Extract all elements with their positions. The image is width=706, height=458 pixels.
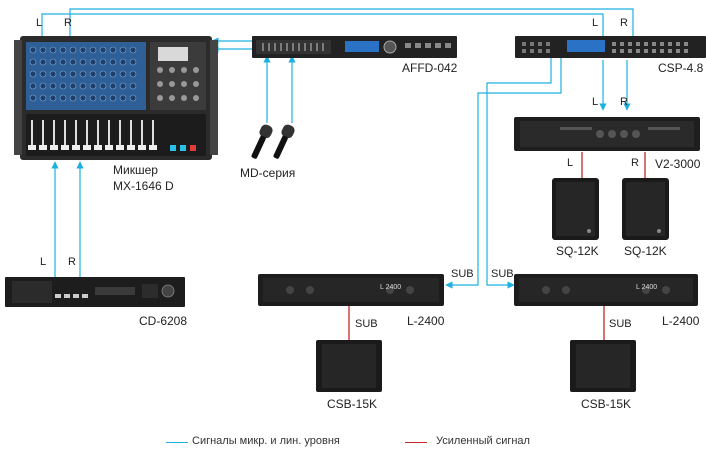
affd-name: AFFD-042 bbox=[402, 61, 458, 75]
sq-right-name: SQ-12K bbox=[624, 244, 667, 258]
v2-name: V2-3000 bbox=[655, 157, 701, 171]
v2-in-left-label: L bbox=[592, 96, 599, 108]
legend-signal-label: Сигналы микр. и лин. уровня bbox=[192, 435, 340, 447]
sq-speaker-left bbox=[552, 178, 599, 240]
mixer-right-to-csp bbox=[69, 8, 637, 49]
amp-left-in-sub-label: SUB bbox=[451, 268, 474, 280]
cd-name: CD-6208 bbox=[139, 314, 188, 328]
sub-right-name: CSB-15K bbox=[581, 397, 632, 411]
mixer-left-to-csp bbox=[41, 13, 607, 49]
microphones bbox=[251, 124, 295, 159]
mixer-device bbox=[14, 36, 218, 160]
csp-name: CSP-4.8 bbox=[658, 61, 704, 75]
signal-lines bbox=[41, 8, 637, 289]
cd-device bbox=[5, 277, 185, 307]
mixer-out-right-label: R bbox=[64, 17, 72, 29]
v2-out-left-label: L bbox=[567, 157, 574, 169]
v2-in-right-label: R bbox=[620, 96, 628, 108]
amp-right-name: L-2400 bbox=[662, 314, 700, 328]
sub-left-name: CSB-15K bbox=[327, 397, 378, 411]
affd-device bbox=[252, 36, 457, 58]
amp-left-name: L-2400 bbox=[407, 314, 445, 328]
mixer-name-line1: Микшер bbox=[113, 163, 158, 177]
sub-left-in-label: SUB bbox=[355, 318, 378, 330]
amp-right-in-sub-label: SUB bbox=[491, 268, 514, 280]
amplified-lines bbox=[348, 152, 646, 340]
mixer-name-line2: MX-1646 D bbox=[113, 179, 174, 193]
amp-right-device bbox=[514, 274, 698, 306]
sq-left-name: SQ-12K bbox=[556, 244, 599, 258]
legend-signal-swatch bbox=[166, 442, 188, 443]
csp-device bbox=[515, 36, 706, 58]
v2-out-right-label: R bbox=[631, 157, 639, 169]
amp-left-panel-text: L 2400 bbox=[380, 284, 402, 291]
cd-out-right-label: R bbox=[68, 256, 76, 268]
sq-speaker-right bbox=[622, 178, 669, 240]
v2-device bbox=[514, 117, 700, 151]
legend-amplified-label: Усиленный сигнал bbox=[436, 435, 530, 447]
csp-sub-to-amp-left bbox=[445, 58, 562, 289]
sub-left-device bbox=[316, 340, 382, 392]
legend-amplified-swatch bbox=[405, 442, 427, 443]
amp-right-panel-text: L 2400 bbox=[636, 284, 658, 291]
sub-right-device bbox=[570, 340, 636, 392]
amp-left-device bbox=[258, 274, 444, 306]
mixer-out-left-label: L bbox=[36, 17, 43, 29]
csp-sub-to-amp-right bbox=[486, 58, 552, 289]
csp-in-left-label: L bbox=[592, 17, 599, 29]
sub-right-in-label: SUB bbox=[609, 318, 632, 330]
cd-out-left-label: L bbox=[40, 256, 47, 268]
mics-name: MD-серия bbox=[240, 166, 296, 180]
csp-in-right-label: R bbox=[620, 17, 628, 29]
